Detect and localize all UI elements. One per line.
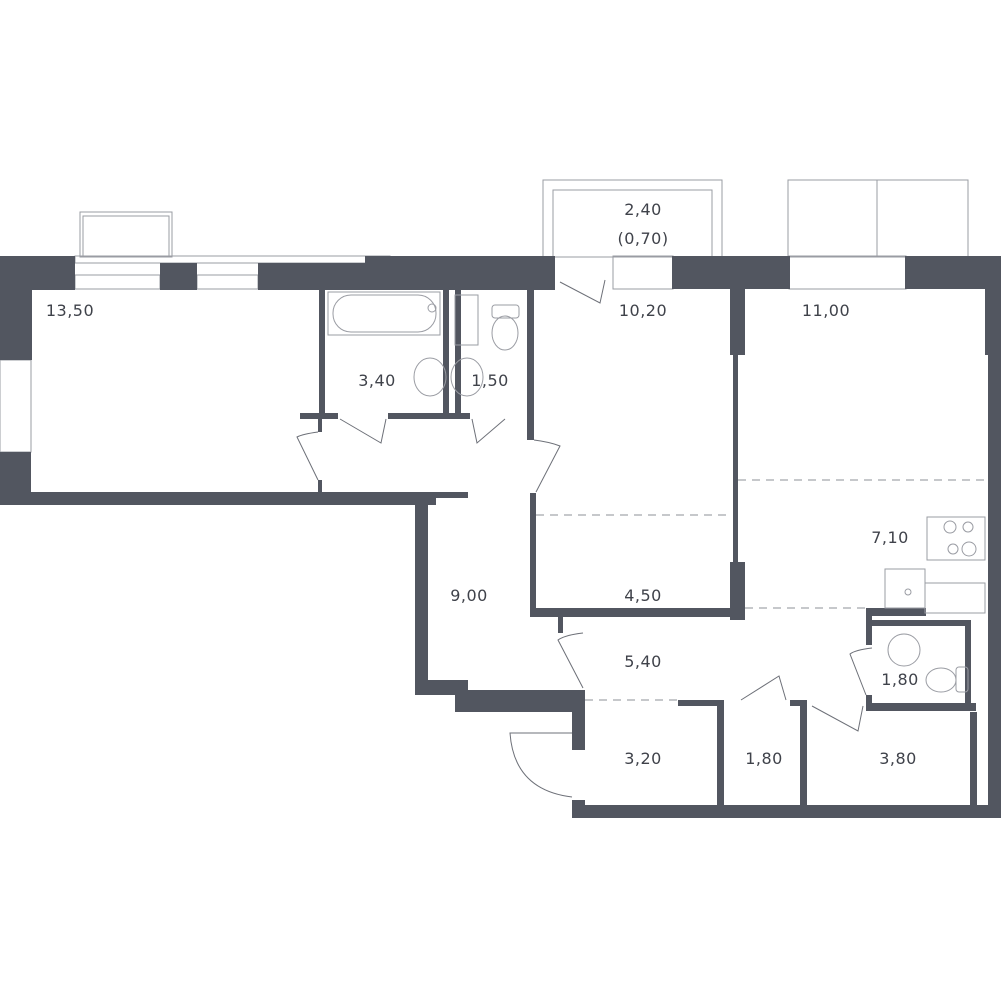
wall-segment <box>455 290 461 418</box>
room-label-storage: 1,80 <box>745 749 783 768</box>
wall-segment <box>866 608 926 616</box>
door-swing <box>849 647 873 696</box>
wall-segment <box>558 617 563 633</box>
wall-segment <box>790 700 807 706</box>
wall-segment <box>530 493 536 617</box>
wall-segment <box>400 492 428 498</box>
wall-segment <box>733 355 738 570</box>
room-label-kitchen: 7,10 <box>871 528 909 547</box>
window-left <box>0 359 32 453</box>
wall-segment <box>717 700 724 805</box>
kitchen-sink-icon <box>884 568 986 614</box>
towel-dryer-icon <box>454 294 479 346</box>
wall-segment <box>905 256 1001 289</box>
door-swing <box>740 675 787 701</box>
walls <box>0 256 1001 818</box>
door-swing <box>557 632 584 689</box>
wall-segment <box>365 256 555 290</box>
wall-segment <box>527 290 534 440</box>
zone-dividers <box>536 479 988 701</box>
window <box>788 255 907 290</box>
room-label-4-50: 4,50 <box>624 586 662 605</box>
wall-segment <box>730 562 745 620</box>
door-swing <box>559 279 606 304</box>
door-swing <box>296 431 319 481</box>
wall-segment <box>388 413 470 419</box>
stove-icon <box>926 516 986 561</box>
room-label-11-00: 11,00 <box>801 301 851 320</box>
wall-segment <box>965 620 971 710</box>
wall-segment <box>970 712 977 805</box>
wall-segment <box>866 608 872 645</box>
room-label-corridor: 5,40 <box>624 652 662 671</box>
balcony-right-b <box>876 179 969 258</box>
wall-segment <box>866 695 872 709</box>
room-label-loggia: 2,40 <box>624 200 662 219</box>
room-label-entrance: 3,20 <box>624 749 662 768</box>
wall-segment <box>443 290 449 418</box>
room-label-wc: 1,50 <box>471 371 509 390</box>
wall-segment <box>800 700 807 805</box>
wall-segment <box>730 289 745 355</box>
wall-segment <box>872 620 970 626</box>
room-label-hall: 9,00 <box>450 586 488 605</box>
wall-segment <box>672 256 790 289</box>
room-label-wardrobe: 3,80 <box>879 749 917 768</box>
wall-segment <box>985 289 1001 355</box>
door-swing <box>471 418 506 444</box>
sink-icon <box>413 357 921 667</box>
wall-segment <box>300 413 338 419</box>
wall-segment <box>988 355 1001 818</box>
room-label-loggia-reduced: (0,70) <box>617 229 669 248</box>
bathtub-icon <box>327 291 441 336</box>
wall-segment <box>678 700 724 706</box>
wall-segment <box>318 418 322 432</box>
wall-segment <box>866 703 976 711</box>
door-swing <box>339 418 387 444</box>
wall-segment <box>572 805 1001 818</box>
toilet-icon <box>491 304 969 693</box>
room-label-bathroom: 3,40 <box>358 371 396 390</box>
wall-segment <box>312 492 468 498</box>
wall-segment <box>318 480 322 494</box>
window <box>612 255 674 290</box>
wall-segment <box>572 690 585 750</box>
balcony-right-a <box>787 179 878 258</box>
wall-segment <box>455 690 585 712</box>
balcony-left-inner <box>82 215 170 258</box>
room-label-13-50: 13,50 <box>45 301 95 320</box>
wall-segment <box>0 256 32 360</box>
room-label-bathroom-2: 1,80 <box>881 670 919 689</box>
room-label-10-20: 10,20 <box>618 301 668 320</box>
wall-segment <box>415 680 468 695</box>
wall-segment <box>530 608 745 617</box>
balcony-left <box>79 211 173 258</box>
door-swing <box>811 705 864 732</box>
window <box>196 274 259 290</box>
wall-segment <box>160 263 197 290</box>
door-swing <box>533 439 561 493</box>
loggia-inner <box>552 189 713 258</box>
wall-segment <box>319 290 325 415</box>
window <box>74 274 161 290</box>
doors <box>296 279 873 798</box>
door-swing <box>509 732 573 798</box>
wall-segment <box>415 492 428 690</box>
